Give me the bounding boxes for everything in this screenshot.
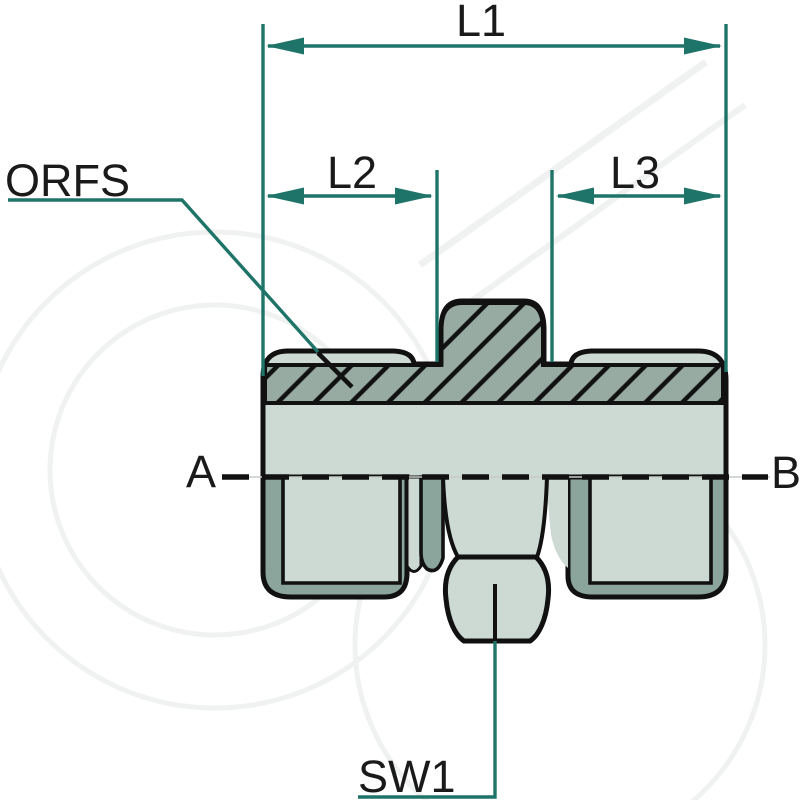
right-thread-end-face	[588, 477, 713, 585]
l2-arrowhead-left	[266, 187, 304, 205]
l1-arrowhead-left	[266, 37, 304, 55]
hex-face-left-edge	[441, 476, 460, 559]
fitting-outline-upper	[260, 298, 729, 477]
sw1-leader-line	[358, 641, 497, 799]
callout-sw1: SW1	[358, 641, 497, 800]
l2-label: L2	[327, 147, 377, 198]
l3-arrowhead-left	[556, 187, 594, 205]
axis-label-a: A	[186, 446, 216, 497]
sw1-label: SW1	[358, 751, 456, 800]
orfs-label: ORFS	[5, 155, 130, 206]
dimension-l2: L2	[266, 147, 433, 205]
orfs-leader-tip	[316, 351, 354, 389]
l1-label: L1	[456, 0, 506, 46]
left-thread-end-face	[281, 477, 402, 585]
left-neck-groove	[419, 475, 445, 573]
dimension-l1: L1	[266, 0, 722, 55]
orfs-leader-line	[8, 198, 320, 354]
l2-arrowhead-right	[395, 187, 433, 205]
l3-arrowhead-right	[684, 187, 722, 205]
l1-arrowhead-right	[684, 37, 722, 55]
dimension-l3: L3	[556, 147, 722, 205]
hex-face-right-edge	[535, 476, 549, 558]
axis-label-b: B	[771, 447, 800, 498]
callout-orfs: ORFS	[5, 155, 354, 389]
l3-label: L3	[610, 147, 660, 198]
left-neck-light	[405, 475, 423, 573]
right-neck-light	[547, 477, 568, 568]
hex-face-lower	[443, 477, 547, 557]
